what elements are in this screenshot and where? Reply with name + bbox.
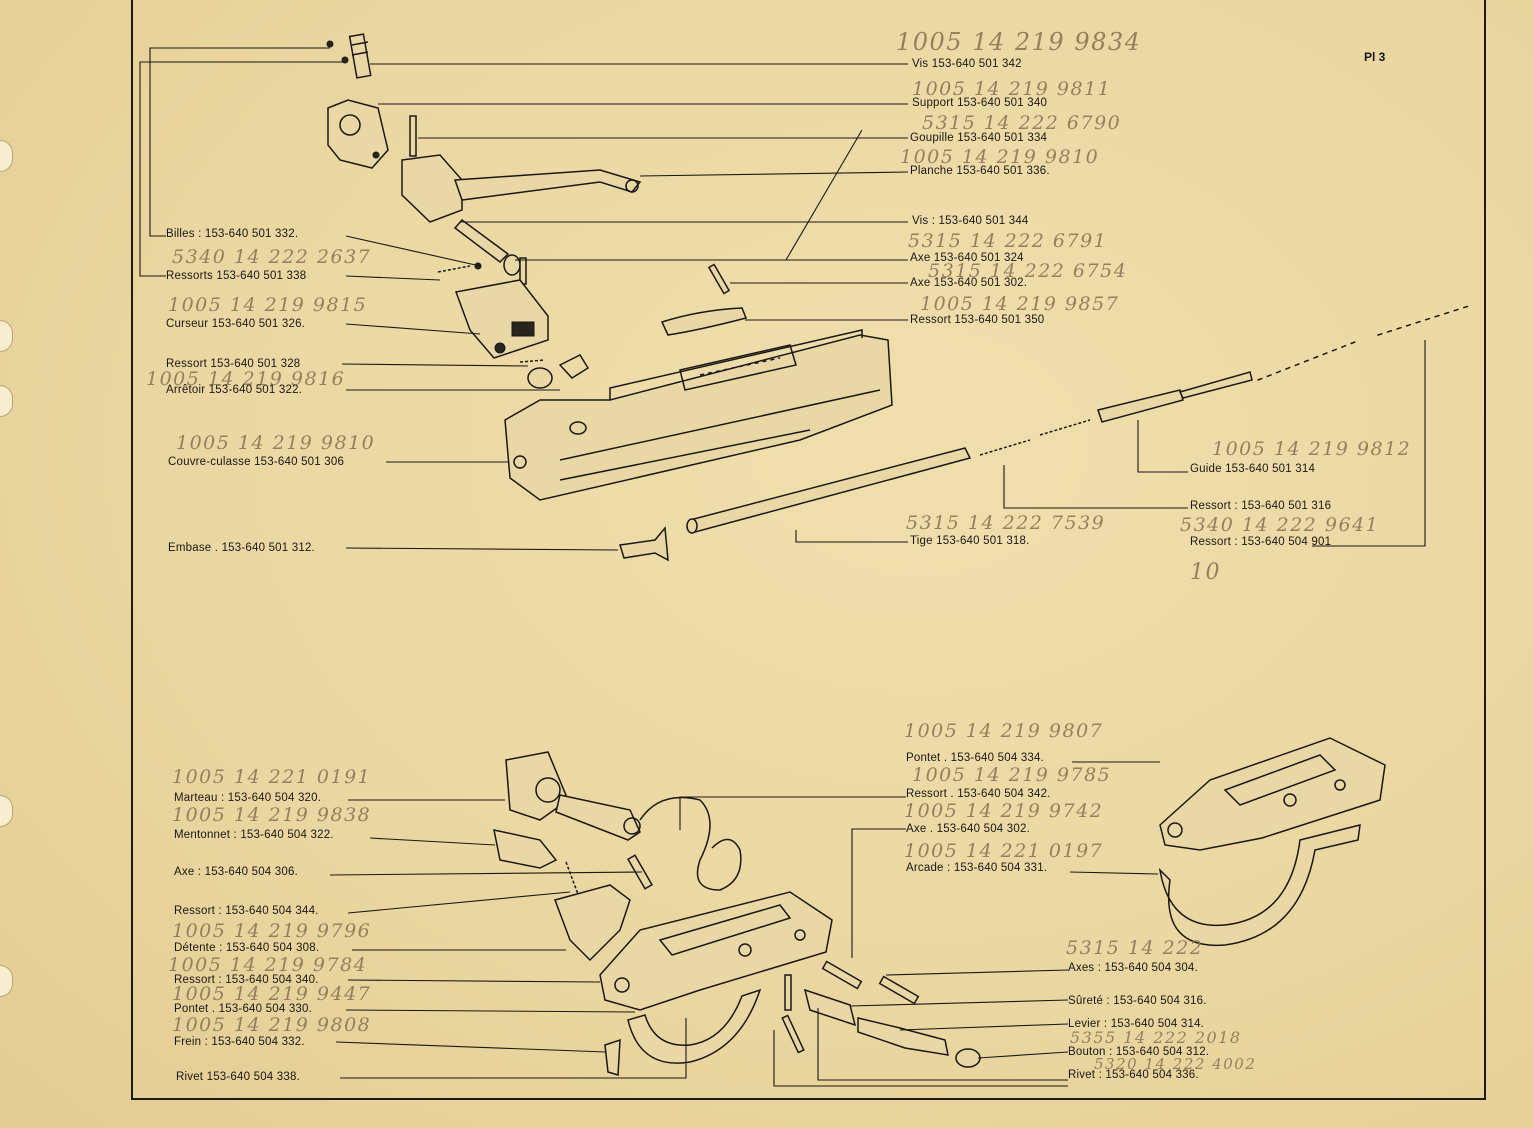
- couvre-culasse-part: [504, 329, 893, 501]
- surete-part: [803, 988, 857, 1027]
- handwritten-nsn-header: 1005 14 219 9834: [896, 28, 1142, 56]
- handwritten-nsn: 5315 14 222 6790: [922, 112, 1122, 134]
- handwritten-nsn: 5340 14 222 9641: [1180, 514, 1380, 536]
- screw-part: [326, 33, 372, 79]
- label-axe-306: Axe : 153-640 504 306.: [174, 866, 298, 878]
- handwritten-nsn: 1005 14 219 9784: [168, 954, 368, 976]
- coil-spring: [565, 861, 583, 906]
- label-marteau-320: Marteau : 153-640 504 320.: [174, 792, 322, 804]
- handwritten-nsn: 1005 14 219 9810: [900, 146, 1100, 168]
- handwritten-nsn: 1005 14 219 9808: [172, 1014, 372, 1036]
- handwritten-nsn: 1005 14 219 9447: [172, 983, 372, 1005]
- rivet-part: [781, 1014, 805, 1054]
- marteau-part: [505, 751, 641, 841]
- mentonnet-part: [493, 829, 558, 869]
- label-pontet-330: Pontet . 153-640 504 330.: [174, 1003, 312, 1015]
- label-goupille-334: Goupille 153-640 501 334: [910, 132, 1048, 144]
- label-embase-312: Embase . 153-640 501 312.: [168, 542, 315, 554]
- handwritten-nsn: 1005 14 221 0191: [172, 766, 372, 788]
- detente-part: [554, 884, 631, 962]
- handwritten-nsn: 5320 14 222 4002: [1094, 1055, 1257, 1073]
- arretoir-part: [527, 367, 553, 389]
- handwritten-nsn: 1005 14 219 9838: [172, 804, 372, 826]
- support-part: [327, 99, 389, 169]
- bouton-part: [955, 1048, 981, 1068]
- label-ressort-340: Ressort : 153-640 504 340.: [174, 974, 319, 986]
- label-billes-332: Billes : 153-640 501 332.: [166, 228, 299, 240]
- label-axes-304: Axes : 153-640 504 304.: [1068, 962, 1198, 974]
- levier-part: [857, 1017, 949, 1056]
- rivet-part: [784, 974, 792, 1011]
- axle-head: [503, 254, 521, 276]
- label-mentonnet-322: Mentonnet : 153-640 504 322.: [174, 829, 334, 841]
- arcade-part: [1158, 824, 1361, 947]
- handwritten-quantity: 10: [1190, 560, 1221, 585]
- handwritten-nsn: 1005 14 221 0197: [904, 840, 1104, 862]
- label-couvre-culasse-306: Couvre-culasse 153-640 501 306: [168, 456, 345, 468]
- axe-part: [821, 960, 863, 990]
- label-ressort-350: Ressort 153-640 501 350: [910, 314, 1045, 326]
- pin-part: [409, 115, 417, 157]
- curseur-part: [454, 279, 549, 359]
- label-ressort-901: Ressort : 153-640 504 901: [1190, 536, 1332, 548]
- flat-spring: [660, 307, 748, 336]
- label-rivet-338: Rivet 153-640 504 338.: [176, 1071, 300, 1083]
- label-support-340: Support 153-640 501 340: [912, 97, 1048, 109]
- label-vis-342: Vis 153-640 501 342: [912, 58, 1022, 70]
- label-pontet-334: Pontet . 153-640 504 334.: [906, 752, 1044, 764]
- handwritten-nsn: 1005 14 219 9811: [912, 78, 1112, 100]
- top-leaders: [139, 47, 1426, 551]
- pontet-right-part: [1159, 737, 1386, 851]
- handwritten-nsn: 5355 14 222 2018: [1070, 1028, 1242, 1047]
- hammer-spring: [639, 796, 742, 891]
- label-levier-314: Levier : 153-640 504 314.: [1068, 1018, 1205, 1030]
- handwritten-nsn: 1005 14 219 9807: [904, 720, 1104, 742]
- handwritten-nsn: 1005 14 219 9857: [920, 293, 1120, 315]
- label-ressort-344: Ressort : 153-640 504 344.: [174, 905, 319, 917]
- handwritten-nsn: 1005 14 219 9815: [168, 294, 368, 316]
- handwritten-nsn: 5340 14 222 2637: [172, 246, 372, 268]
- handwritten-nsn: 1005 14 219 9796: [172, 920, 372, 942]
- handwritten-nsn: 5315 14 222 6754: [928, 260, 1128, 282]
- plate-frame: [131, 0, 1486, 1100]
- label-vis-344: Vis : 153-640 501 344: [912, 215, 1029, 227]
- label-axe-324: Axe 153-640 501 324: [910, 252, 1024, 264]
- label-curseur-326: Curseur 153-640 501 326.: [166, 318, 306, 330]
- label-rivet-336: Rivet : 153-640 504 336.: [1068, 1069, 1199, 1081]
- spring-small: [437, 265, 471, 273]
- label-arcade-331: Arcade : 153-640 504 331.: [906, 862, 1048, 874]
- label-ressort-328: Ressort 153-640 501 328: [166, 358, 301, 370]
- label-tige-318: Tige 153-640 501 318.: [910, 535, 1030, 547]
- handwritten-nsn: 1005 14 219 9785: [912, 764, 1112, 786]
- label-surete-316: Sûreté : 153-640 504 316.: [1068, 995, 1207, 1007]
- bottom-leaders: [329, 761, 1160, 1087]
- handwritten-nsn: 1005 14 219 9812: [1212, 438, 1412, 460]
- label-frein-332: Frein : 153-640 504 332.: [174, 1036, 305, 1048]
- label-arretoir-322: Arrêtoir 153-640 501 322.: [166, 384, 303, 396]
- label-detente-308: Détente : 153-640 504 308.: [174, 942, 320, 954]
- handwritten-nsn: 5315 14 222: [1066, 937, 1204, 959]
- label-axe-302: Axe . 153-640 504 302.: [906, 823, 1030, 835]
- label-guide-314: Guide 153-640 501 314: [1190, 463, 1316, 475]
- planche-part: [401, 154, 642, 223]
- label-ressort-342: Ressort . 153-640 504 342.: [906, 788, 1051, 800]
- screw-part: [453, 218, 510, 263]
- label-axe-302: Axe 153-640 501 302.: [910, 277, 1028, 289]
- handwritten-nsn: 1005 14 219 9816: [146, 368, 346, 390]
- handwritten-nsn: 1005 14 219 9742: [904, 800, 1104, 822]
- handwritten-nsn: 5315 14 222 7539: [906, 512, 1106, 534]
- label-ressorts-338: Ressorts 153-640 501 338: [166, 270, 307, 282]
- frein-part: [604, 1038, 621, 1076]
- plate-number: Pl 3: [1364, 50, 1386, 64]
- axe-part: [878, 975, 920, 1005]
- pontet-part: [599, 891, 833, 1064]
- spring-rod-assembly: [619, 304, 1473, 562]
- label-planche-336: Planche 153-640 501 336.: [910, 165, 1050, 177]
- handwritten-nsn: 1005 14 219 9810: [176, 432, 376, 454]
- label-ressort-316: Ressort : 153-640 501 316: [1190, 500, 1332, 512]
- label-bouton-312: Bouton : 153-640 504 312.: [1068, 1046, 1210, 1058]
- pin-part: [707, 263, 731, 295]
- handwritten-nsn: 5315 14 222 6791: [908, 230, 1108, 252]
